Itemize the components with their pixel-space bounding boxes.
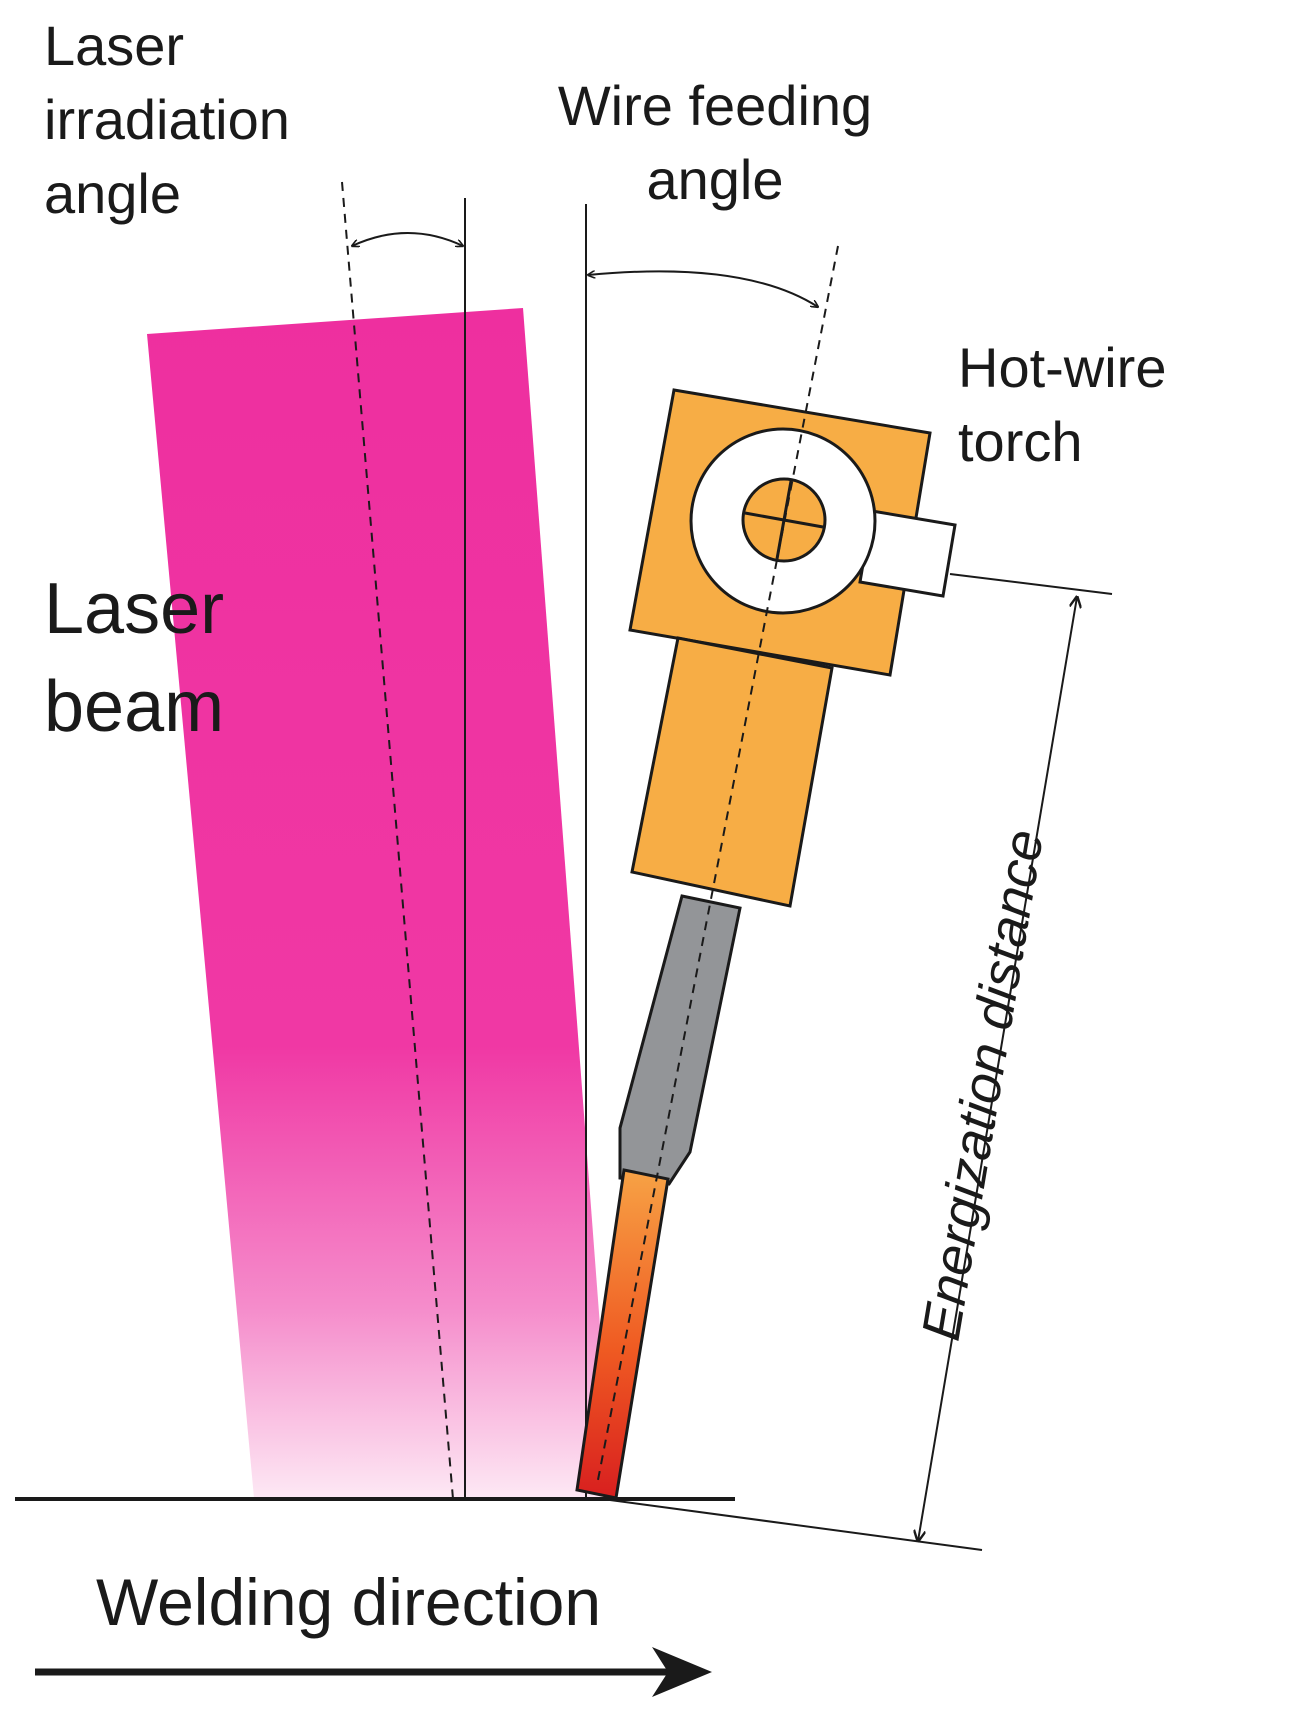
laser-angle-arc (352, 232, 463, 246)
label-laser-irradiation-angle: Laser irradiation angle (44, 14, 290, 225)
laser-axis-dashed-line (341, 181, 454, 1500)
label-laser-beam: Laser beam (44, 569, 225, 747)
energization-distance-arrow (918, 597, 1077, 1541)
label-hot-wire-torch: Hot-wire torch (958, 336, 1167, 473)
welding-direction-arrowhead (652, 1647, 712, 1697)
hot-wire-torch (575, 388, 957, 1500)
laser-beam-shape (147, 308, 613, 1498)
label-welding-direction: Welding direction (96, 1565, 602, 1639)
wire-axis-dashed-line (596, 245, 839, 1486)
hot-wire-segment (575, 1168, 670, 1500)
torch-lower-block (630, 636, 834, 908)
label-wire-feeding-angle: Wire feeding angle (557, 74, 873, 211)
contact-tip (618, 894, 742, 1186)
energization-extension-bottom (609, 1499, 983, 1551)
wire-angle-arc (588, 271, 818, 307)
energization-extension-top (949, 573, 1113, 595)
